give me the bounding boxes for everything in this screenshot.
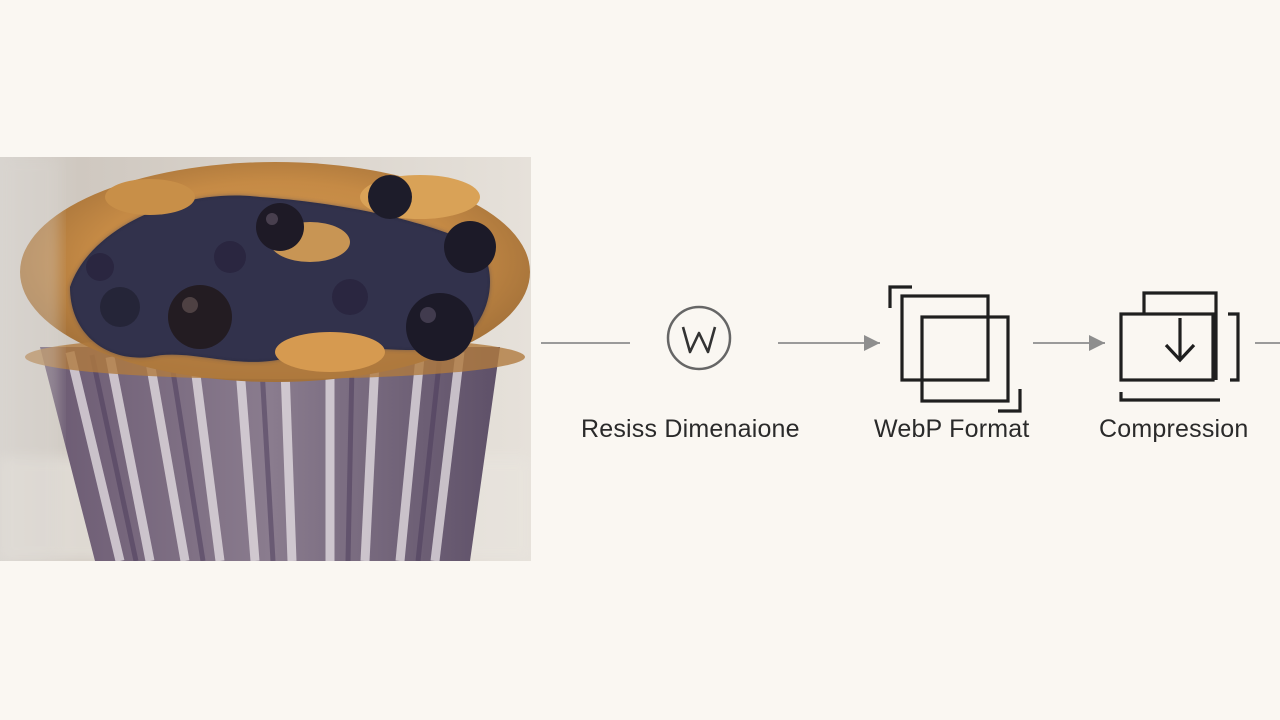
layered-squares-icon xyxy=(888,285,1022,413)
step-label-resize: Resiss Dimenaione xyxy=(581,415,800,443)
blueberry-muffin-photo xyxy=(0,157,531,561)
muffin-illustration xyxy=(0,157,531,561)
w-circle-icon xyxy=(666,305,732,371)
download-box-icon xyxy=(1119,291,1240,402)
step-label-compression: Compression xyxy=(1099,415,1249,443)
step-label-webp: WebP Format xyxy=(874,415,1030,443)
